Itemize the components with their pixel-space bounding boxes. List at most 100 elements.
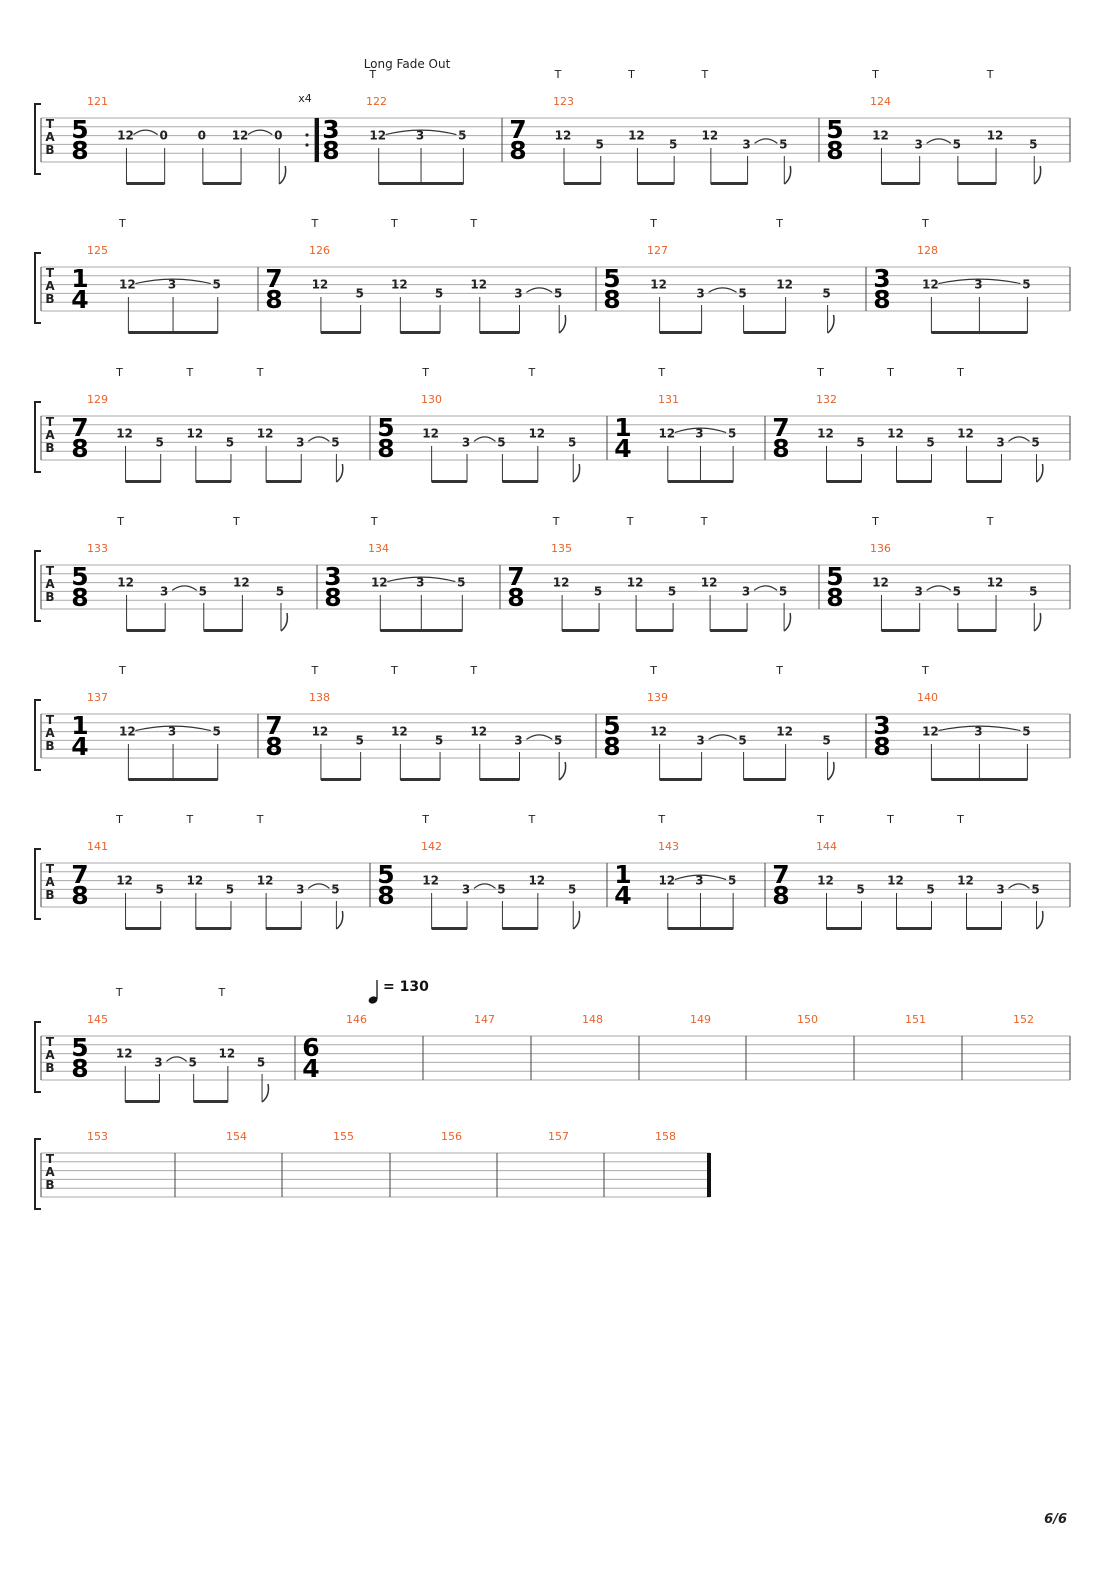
note-flag — [783, 165, 792, 185]
tap-marker: T — [775, 217, 783, 230]
fret-number: 3 — [416, 129, 424, 143]
measure-number: 131 — [658, 393, 679, 406]
measure-number: 151 — [905, 1013, 926, 1026]
beam — [966, 480, 1002, 483]
fret-number: 3 — [696, 286, 704, 300]
system-bracket — [34, 550, 41, 622]
tap-marker: T — [657, 366, 665, 379]
fret-number: 12 — [553, 576, 570, 590]
tie-arc — [1008, 883, 1030, 889]
fret-number: 5 — [497, 882, 505, 896]
time-signature-numerator: 3 — [873, 264, 890, 293]
tab-clef-letter: B — [45, 590, 54, 604]
fret-number: 12 — [422, 874, 439, 888]
time-signature-denominator: 4 — [71, 732, 88, 761]
tap-marker: T — [700, 515, 708, 528]
time-signature-denominator: 8 — [324, 583, 341, 612]
tap-marker: T — [527, 366, 535, 379]
beam — [743, 778, 786, 781]
fret-number: 5 — [1022, 278, 1030, 292]
beam — [896, 480, 932, 483]
tap-marker: T — [701, 68, 709, 81]
fret-number: 3 — [974, 278, 982, 292]
fret-number: 12 — [116, 874, 133, 888]
tap-marker: T — [115, 366, 123, 379]
fret-number: 12 — [701, 576, 718, 590]
fret-number: 5 — [156, 435, 164, 449]
fret-number: 12 — [628, 129, 645, 143]
time-signature-numerator: 7 — [509, 115, 526, 144]
fret-number: 12 — [186, 874, 203, 888]
beam — [125, 1100, 160, 1103]
fret-number: 5 — [213, 278, 221, 292]
tie-arc — [926, 138, 952, 144]
fret-number: 5 — [856, 435, 864, 449]
tie-arc — [247, 129, 273, 136]
fret-number: 12 — [257, 427, 274, 441]
beam — [881, 182, 920, 185]
tap-marker: T — [115, 813, 123, 826]
beam — [826, 480, 862, 483]
tap-marker: T — [115, 986, 123, 999]
tap-marker: T — [311, 217, 319, 230]
tie-arc — [135, 278, 211, 285]
tie-arc — [387, 576, 456, 583]
beam — [202, 182, 242, 185]
tap-marker: T — [232, 515, 240, 528]
measure-number: 150 — [797, 1013, 818, 1026]
time-signature-numerator: 5 — [603, 264, 620, 293]
fret-number: 5 — [355, 733, 363, 747]
time-signature-denominator: 8 — [71, 434, 88, 463]
time-signature-denominator: 8 — [873, 285, 890, 314]
beam — [931, 778, 1028, 781]
time-signature-numerator: 1 — [614, 413, 631, 442]
fret-number: 3 — [974, 725, 982, 739]
tap-marker: T — [217, 986, 225, 999]
time-signature-denominator: 8 — [772, 881, 789, 910]
fret-number: 12 — [233, 576, 250, 590]
time-signature-numerator: 5 — [71, 562, 88, 591]
fret-number: 12 — [887, 874, 904, 888]
fret-number: 5 — [822, 733, 830, 747]
beam — [193, 1100, 228, 1103]
measure-158: 158 — [655, 1130, 711, 1197]
tap-marker: T — [185, 366, 193, 379]
fret-number: 5 — [668, 584, 676, 598]
note-flag — [827, 314, 835, 334]
fret-number: 3 — [168, 725, 176, 739]
fret-number: 12 — [887, 427, 904, 441]
measure-number: 137 — [87, 691, 108, 704]
time-signature-denominator: 8 — [507, 583, 524, 612]
fret-number: 5 — [728, 427, 736, 441]
time-signature-numerator: 3 — [324, 562, 341, 591]
measure-number: 139 — [647, 691, 668, 704]
time-signature-numerator: 5 — [603, 711, 620, 740]
time-signature-numerator: 5 — [826, 562, 843, 591]
system-bracket — [34, 699, 41, 771]
time-signature-numerator: 5 — [71, 1033, 88, 1062]
final-barline — [707, 1153, 711, 1197]
fret-number: 3 — [914, 584, 922, 598]
beam — [502, 480, 538, 483]
measure-number: 141 — [87, 840, 108, 853]
repeat-dot — [305, 143, 309, 147]
note-flag — [783, 612, 792, 632]
fret-number: 12 — [957, 427, 974, 441]
tap-marker: T — [649, 217, 657, 230]
measure-number: 121 — [87, 95, 108, 108]
tie-arc — [708, 734, 737, 740]
beam — [931, 331, 1028, 334]
tie-arc — [166, 1056, 188, 1062]
beam — [125, 480, 161, 483]
fret-number: 5 — [1029, 137, 1037, 151]
beam — [826, 927, 862, 930]
measure-number: 142 — [421, 840, 442, 853]
measure-number: 148 — [582, 1013, 603, 1026]
beam — [743, 331, 786, 334]
